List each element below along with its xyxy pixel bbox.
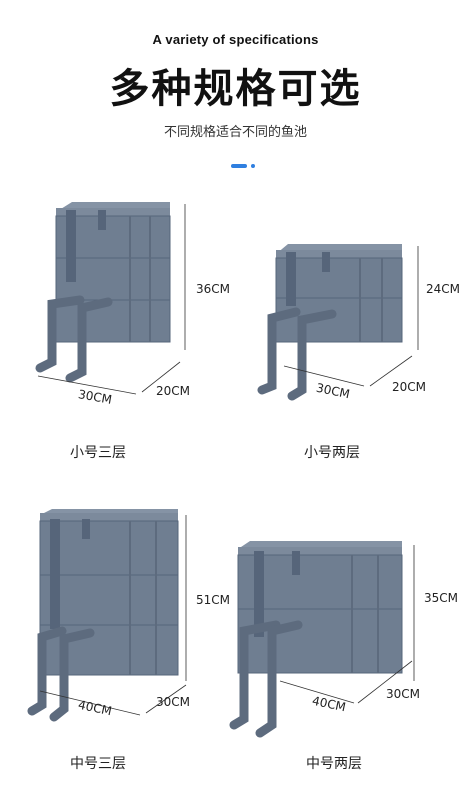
product-caption: 中号两层 — [306, 756, 362, 772]
bin-stack — [55, 202, 171, 343]
product-medium-three-layer-illustration — [27, 509, 187, 722]
outlet-pipes — [27, 626, 95, 722]
depth-label: 20CM — [392, 380, 427, 394]
dimension-lines — [283, 246, 419, 387]
depth-label: 30CM — [156, 695, 191, 709]
product-caption: 小号两层 — [304, 445, 360, 461]
eyebrow-text: A variety of specifications — [152, 32, 319, 47]
product-small-three-layer-illustration — [35, 202, 186, 395]
outlet-pipes — [257, 307, 337, 401]
divider-dot — [251, 164, 255, 168]
height-label: 51CM — [196, 593, 231, 607]
page-subtitle: 不同规格适合不同的鱼池 — [163, 125, 307, 140]
product-small-two-layer: 24CM 30CM 20CM 小号两层 — [236, 190, 471, 470]
product-medium-three-layer: 51CM 40CM 30CM 中号三层 — [0, 505, 235, 800]
bin-stack — [237, 541, 403, 674]
product-medium-two-layer: 35CM 40CM 30CM 中号两层 — [229, 505, 471, 800]
outlet-pipes — [229, 620, 303, 738]
product-small-two-layer-illustration — [257, 244, 419, 401]
height-label: 35CM — [424, 591, 459, 605]
height-label: 36CM — [196, 282, 231, 296]
divider-bar — [231, 164, 247, 168]
product-caption: 小号三层 — [70, 445, 126, 461]
bin-stack — [275, 244, 403, 343]
dimension-lines — [279, 545, 415, 704]
depth-label: 20CM — [156, 384, 191, 398]
page-title: 多种规格可选 — [109, 66, 362, 112]
title-divider — [231, 164, 257, 168]
product-caption: 中号三层 — [70, 756, 126, 772]
product-small-three-layer: 36CM 30CM 20CM 小号三层 — [0, 190, 235, 470]
dimension-lines — [37, 204, 186, 395]
height-label: 24CM — [426, 282, 461, 296]
depth-label: 30CM — [386, 687, 421, 701]
product-medium-two-layer-illustration — [229, 541, 415, 738]
outlet-pipes — [35, 295, 113, 383]
dimension-lines — [39, 515, 187, 716]
